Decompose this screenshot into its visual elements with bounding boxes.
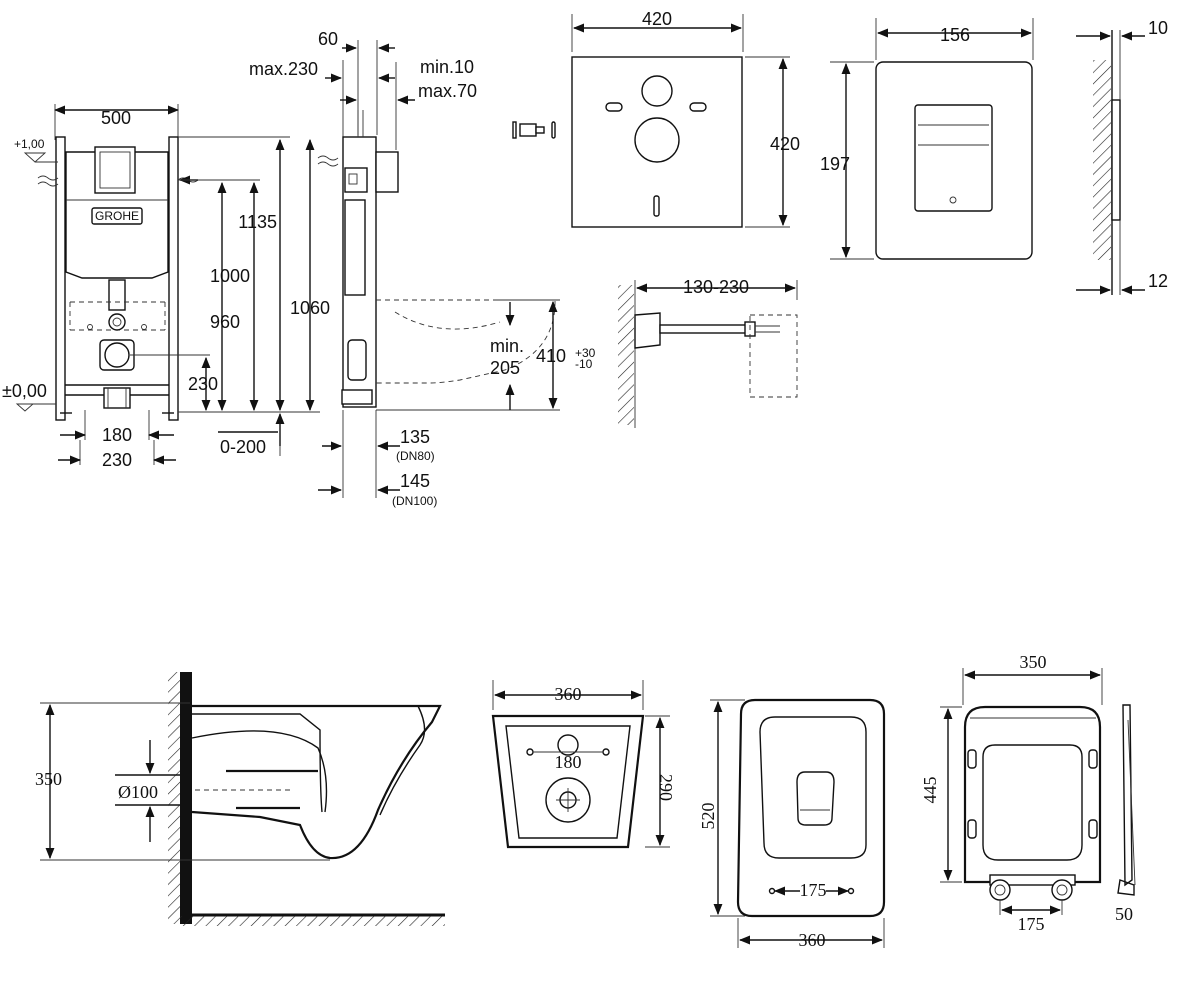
- rear-width-label: 360: [555, 684, 582, 704]
- bowl-height-label: 350: [35, 769, 62, 789]
- frame-width-label: 500: [101, 108, 131, 128]
- plate-thickness-top-label: 10: [1148, 18, 1168, 38]
- top-level-mark: +1,00: [14, 137, 45, 151]
- wall-bolt-view: 130-230: [618, 277, 798, 428]
- flush-plate-view: 156 197 10 12: [820, 18, 1168, 295]
- dn100-label: (DN100): [392, 494, 437, 508]
- frame-front-view: 500 GROHE +1,00 ±0: [2, 104, 330, 470]
- soundproof-mat-view: 420 420: [512, 9, 800, 228]
- plate-thickness-bottom-label: 12: [1148, 271, 1168, 291]
- offset-145-label: 145: [400, 471, 430, 491]
- seat-width-label: 350: [1020, 652, 1047, 672]
- seat-thickness-label: 50: [1115, 904, 1133, 924]
- seat-length-label: 445: [920, 777, 940, 804]
- min-10-label: min.10: [420, 57, 474, 77]
- top-length-label: 520: [698, 803, 718, 830]
- min-205-label-line1: min.: [490, 336, 524, 356]
- offset-135-label: 135: [400, 427, 430, 447]
- height-960-label: 960: [210, 312, 240, 332]
- plate-width-label: 156: [940, 25, 970, 45]
- seat-holes-label: 175: [1018, 914, 1045, 934]
- top-width-label: 360: [799, 930, 826, 950]
- depth-60-label: 60: [318, 29, 338, 49]
- width-230-label: 230: [102, 450, 132, 470]
- min-205-label-line2: 205: [490, 358, 520, 378]
- rear-height-label: 290: [656, 774, 676, 801]
- range-0-200-label: 0-200: [220, 437, 266, 457]
- height-1060-label: 1060: [290, 298, 330, 318]
- tolerance-plus: +30: [575, 346, 596, 360]
- bolt-range-label: 130-230: [683, 277, 749, 297]
- plate-height-label: 197: [820, 154, 850, 174]
- top-holes-label: 175: [800, 880, 827, 900]
- height-1135-label: 1135: [238, 212, 277, 232]
- tolerance-minus: -10: [575, 357, 593, 371]
- bowl-top-view: 175 520 360: [698, 698, 886, 950]
- mat-height-label: 420: [770, 134, 800, 154]
- height-230-label: 230: [188, 374, 218, 394]
- grohe-logo: GROHE: [95, 209, 139, 223]
- height-410-label: 410: [536, 346, 566, 366]
- seat-view: 350 175 445 50: [920, 652, 1136, 934]
- pipe-diameter-label: Ø100: [118, 782, 158, 802]
- bowl-side-view: 350 Ø100: [35, 672, 445, 926]
- zero-level-mark: ±0,00: [2, 381, 47, 401]
- max-230-label: max.230: [249, 59, 318, 79]
- frame-side-view: 60 max.230 min.10 max.70 min. 205 410 +3…: [249, 29, 596, 508]
- height-1000-label: 1000: [210, 266, 250, 286]
- rear-holes-label: 180: [555, 752, 582, 772]
- max-70-label: max.70: [418, 81, 477, 101]
- bowl-rear-view: 360 180 290: [491, 680, 676, 849]
- dn80-label: (DN80): [396, 449, 435, 463]
- mat-width-label: 420: [642, 9, 672, 29]
- width-180-label: 180: [102, 425, 132, 445]
